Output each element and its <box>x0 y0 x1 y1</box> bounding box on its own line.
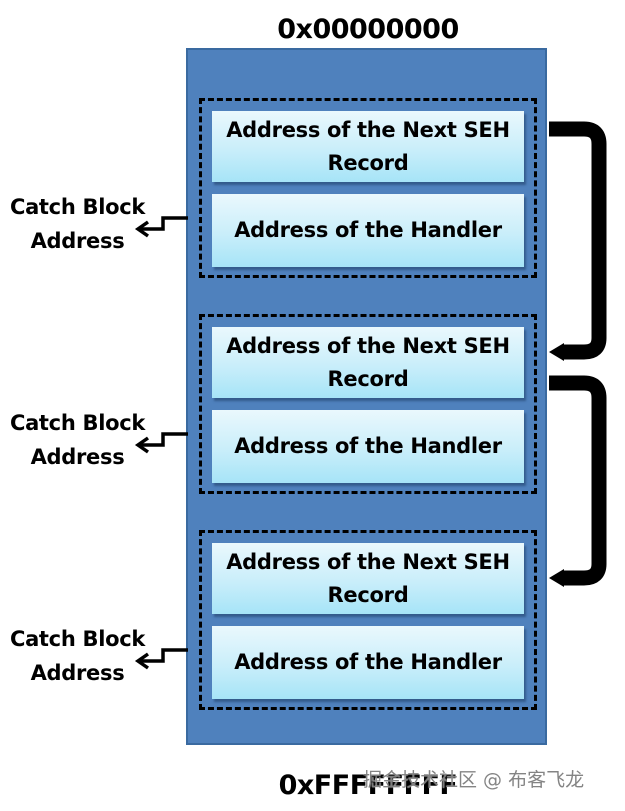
catch-arrow-2-head <box>134 436 150 454</box>
next-seh-record-field-1: Address of the Next SEH Record <box>212 111 524 182</box>
seh-link-arrow-2-head <box>549 569 564 587</box>
catch-arrow-2-line <box>138 432 188 447</box>
catch-block-label-3-line1: Catch Block <box>9 627 146 651</box>
bottom-address-label: 0xFFFFFFFF <box>278 770 458 801</box>
catch-block-label-1: Catch Block Address <box>0 190 155 258</box>
next-seh-record-text-3: Address of the Next SEH Record <box>226 549 510 607</box>
handler-address-field-2: Address of the Handler <box>212 410 524 483</box>
seh-record-frame-3 <box>199 530 537 710</box>
seh-link-arrow-1 <box>549 121 607 361</box>
catch-block-label-1-line2: Address <box>30 229 125 253</box>
catch-arrow-3 <box>134 648 188 670</box>
handler-address-text-3: Address of the Handler <box>234 650 502 674</box>
catch-block-label-2-line1: Catch Block <box>9 411 146 435</box>
catch-block-label-1-line1: Catch Block <box>9 195 146 219</box>
next-seh-record-field-2: Address of the Next SEH Record <box>212 327 524 398</box>
next-seh-record-text-1: Address of the Next SEH Record <box>226 117 510 175</box>
handler-address-text-2: Address of the Handler <box>234 434 502 458</box>
catch-arrow-3-line <box>138 648 188 663</box>
catch-block-label-2: Catch Block Address <box>0 406 155 474</box>
catch-arrow-3-head <box>134 652 150 670</box>
catch-arrow-2 <box>134 432 188 454</box>
top-address-label: 0x00000000 <box>277 14 459 45</box>
watermark: 掘金技术社区 @ 布客飞龙 <box>363 769 585 791</box>
seh-link-arrow-2 <box>549 375 607 587</box>
catch-block-label-2-line2: Address <box>30 445 125 469</box>
seh-link-arrow-1-head <box>549 343 564 361</box>
handler-address-field-1: Address of the Handler <box>212 194 524 267</box>
catch-arrow-1 <box>134 216 188 238</box>
seh-link-arrow-1-bracket <box>549 121 607 360</box>
catch-arrow-1-line <box>138 216 188 231</box>
seh-link-arrow-2-bracket <box>549 375 607 586</box>
handler-address-field-3: Address of the Handler <box>212 626 524 699</box>
handler-address-text-1: Address of the Handler <box>234 218 502 242</box>
catch-arrow-1-head <box>134 220 150 238</box>
catch-block-label-3: Catch Block Address <box>0 622 155 690</box>
next-seh-record-text-2: Address of the Next SEH Record <box>226 333 510 391</box>
next-seh-record-field-3: Address of the Next SEH Record <box>212 543 524 614</box>
seh-record-frame-1 <box>199 98 537 278</box>
catch-block-label-3-line2: Address <box>30 661 125 685</box>
seh-record-frame-2 <box>199 314 537 494</box>
